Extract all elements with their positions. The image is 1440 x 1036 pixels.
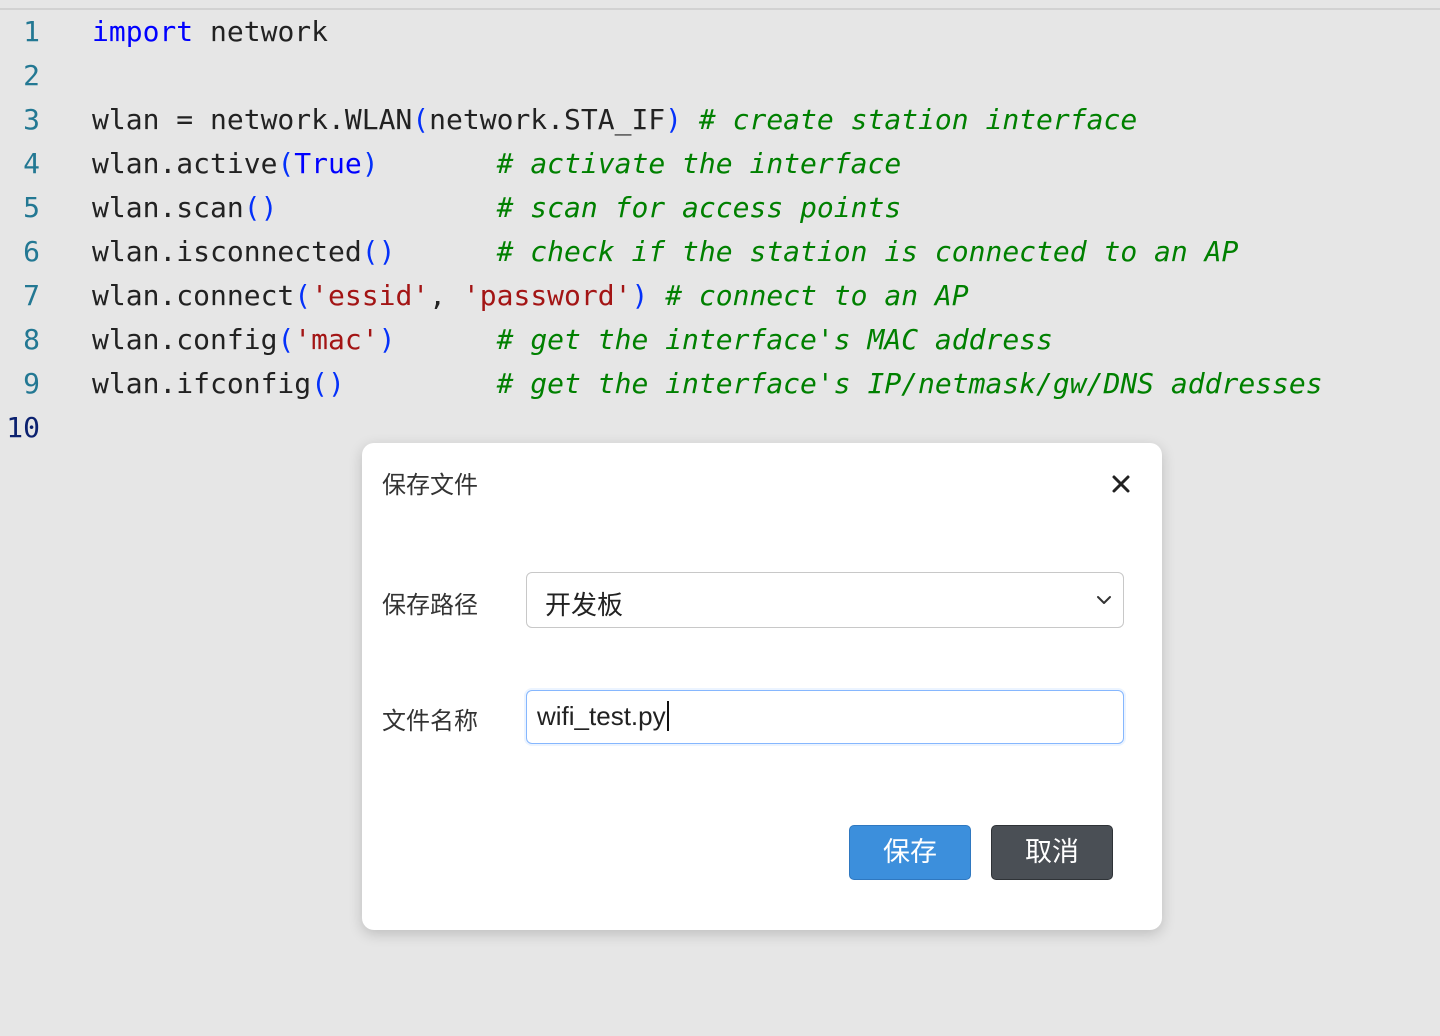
save-button[interactable]: 保存 <box>849 825 971 880</box>
code-token: 'mac' <box>294 323 379 356</box>
code-token: ) <box>361 147 379 180</box>
line-number: 7 <box>23 279 40 312</box>
line-number: 3 <box>23 103 40 136</box>
line-number: 10 <box>6 411 40 444</box>
code-line[interactable]: 2 <box>0 54 1440 98</box>
code-token: ) <box>378 323 396 356</box>
code-token <box>395 235 496 268</box>
code-token: wlan.isconnected <box>92 235 362 268</box>
code-token: ) <box>631 279 649 312</box>
code-token: , <box>429 279 463 312</box>
code-token: True <box>294 147 362 180</box>
code-token: # activate the interface <box>496 147 902 180</box>
line-number: 2 <box>23 59 40 92</box>
line-number: 1 <box>23 15 40 48</box>
code-text: wlan.isconnected() # check if the statio… <box>92 230 1238 274</box>
code-line[interactable]: 7 wlan.connect('essid', 'password') # con… <box>0 274 1440 318</box>
code-text: wlan = network.WLAN(network.STA_IF) # cr… <box>92 98 1137 142</box>
save-path-value: 开发板 <box>545 591 624 621</box>
code-line[interactable]: 6 wlan.isconnected() # check if the stati… <box>0 230 1440 274</box>
code-token: network.STA_IF <box>429 103 666 136</box>
code-token: wlan.config <box>92 323 278 356</box>
code-line[interactable]: 10 <box>0 406 1440 450</box>
code-token: network <box>193 15 329 48</box>
code-token: ( <box>277 323 295 356</box>
file-name-input[interactable]: wifi_test.py <box>526 690 1124 744</box>
code-token: ( <box>294 279 312 312</box>
line-number: 8 <box>23 323 40 356</box>
close-icon <box>1112 475 1130 493</box>
file-name-value: wifi_test.py <box>537 701 666 731</box>
code-token: () <box>311 367 345 400</box>
file-name-label: 文件名称 <box>382 707 478 735</box>
code-token: wlan.connect <box>92 279 295 312</box>
line-number: 6 <box>23 235 40 268</box>
code-token <box>648 279 665 312</box>
save-path-select[interactable]: 开发板 <box>526 572 1124 628</box>
code-token <box>345 367 497 400</box>
code-token: # get the interface's MAC address <box>496 323 1053 356</box>
code-token: wlan.scan <box>92 191 244 224</box>
save-file-dialog: 保存文件 保存路径 开发板 文件名称 wifi_test.py 保存 取消 <box>362 443 1162 930</box>
code-token: ( <box>277 147 295 180</box>
code-token: # check if the station is connected to a… <box>496 235 1239 268</box>
save-path-label: 保存路径 <box>382 591 478 619</box>
code-token: () <box>243 191 278 224</box>
code-token: ) <box>665 103 683 136</box>
code-line[interactable]: 3 wlan = network.WLAN(network.STA_IF) # c… <box>0 98 1440 142</box>
chevron-down-icon <box>1097 596 1111 604</box>
text-caret <box>666 701 669 731</box>
code-line[interactable]: 4 wlan.active(True) # activate the interf… <box>0 142 1440 186</box>
code-text: import network <box>92 10 328 54</box>
code-token: import <box>92 15 194 48</box>
close-button[interactable] <box>1110 473 1132 495</box>
code-token: wlan = network.WLAN <box>92 103 413 136</box>
cancel-button[interactable]: 取消 <box>991 825 1113 880</box>
code-line[interactable]: 8 wlan.config('mac') # get the interface'… <box>0 318 1440 362</box>
code-text: wlan.config('mac') # get the interface's… <box>92 318 1053 362</box>
editor-top-divider <box>0 8 1440 10</box>
code-token: ( <box>412 103 430 136</box>
code-token <box>277 191 496 224</box>
code-token <box>395 323 496 356</box>
code-text: wlan.active(True) # activate the interfa… <box>92 142 901 186</box>
code-token: wlan.ifconfig <box>92 367 312 400</box>
code-token: # get the interface's IP/netmask/gw/DNS … <box>496 367 1323 400</box>
line-number: 9 <box>23 367 40 400</box>
code-token: 'password' <box>462 279 632 312</box>
code-token: # scan for access points <box>496 191 902 224</box>
code-token <box>682 103 699 136</box>
code-line[interactable]: 1 import network <box>0 10 1440 54</box>
code-line[interactable]: 9 wlan.ifconfig() # get the interface's I… <box>0 362 1440 406</box>
line-number: 4 <box>23 147 40 180</box>
code-token: # create station interface <box>698 103 1138 136</box>
code-line[interactable]: 5 wlan.scan() # scan for access points <box>0 186 1440 230</box>
code-token: # connect to an AP <box>665 279 969 312</box>
code-text: wlan.ifconfig() # get the interface's IP… <box>92 362 1323 406</box>
code-text: wlan.scan() # scan for access points <box>92 186 901 230</box>
line-number: 5 <box>23 191 40 224</box>
code-token <box>379 147 497 180</box>
code-token: 'essid' <box>311 279 430 312</box>
code-token: wlan.active <box>92 147 278 180</box>
code-token: () <box>361 235 396 268</box>
code-text: wlan.connect('essid', 'password') # conn… <box>92 274 969 318</box>
dialog-title: 保存文件 <box>382 471 478 499</box>
